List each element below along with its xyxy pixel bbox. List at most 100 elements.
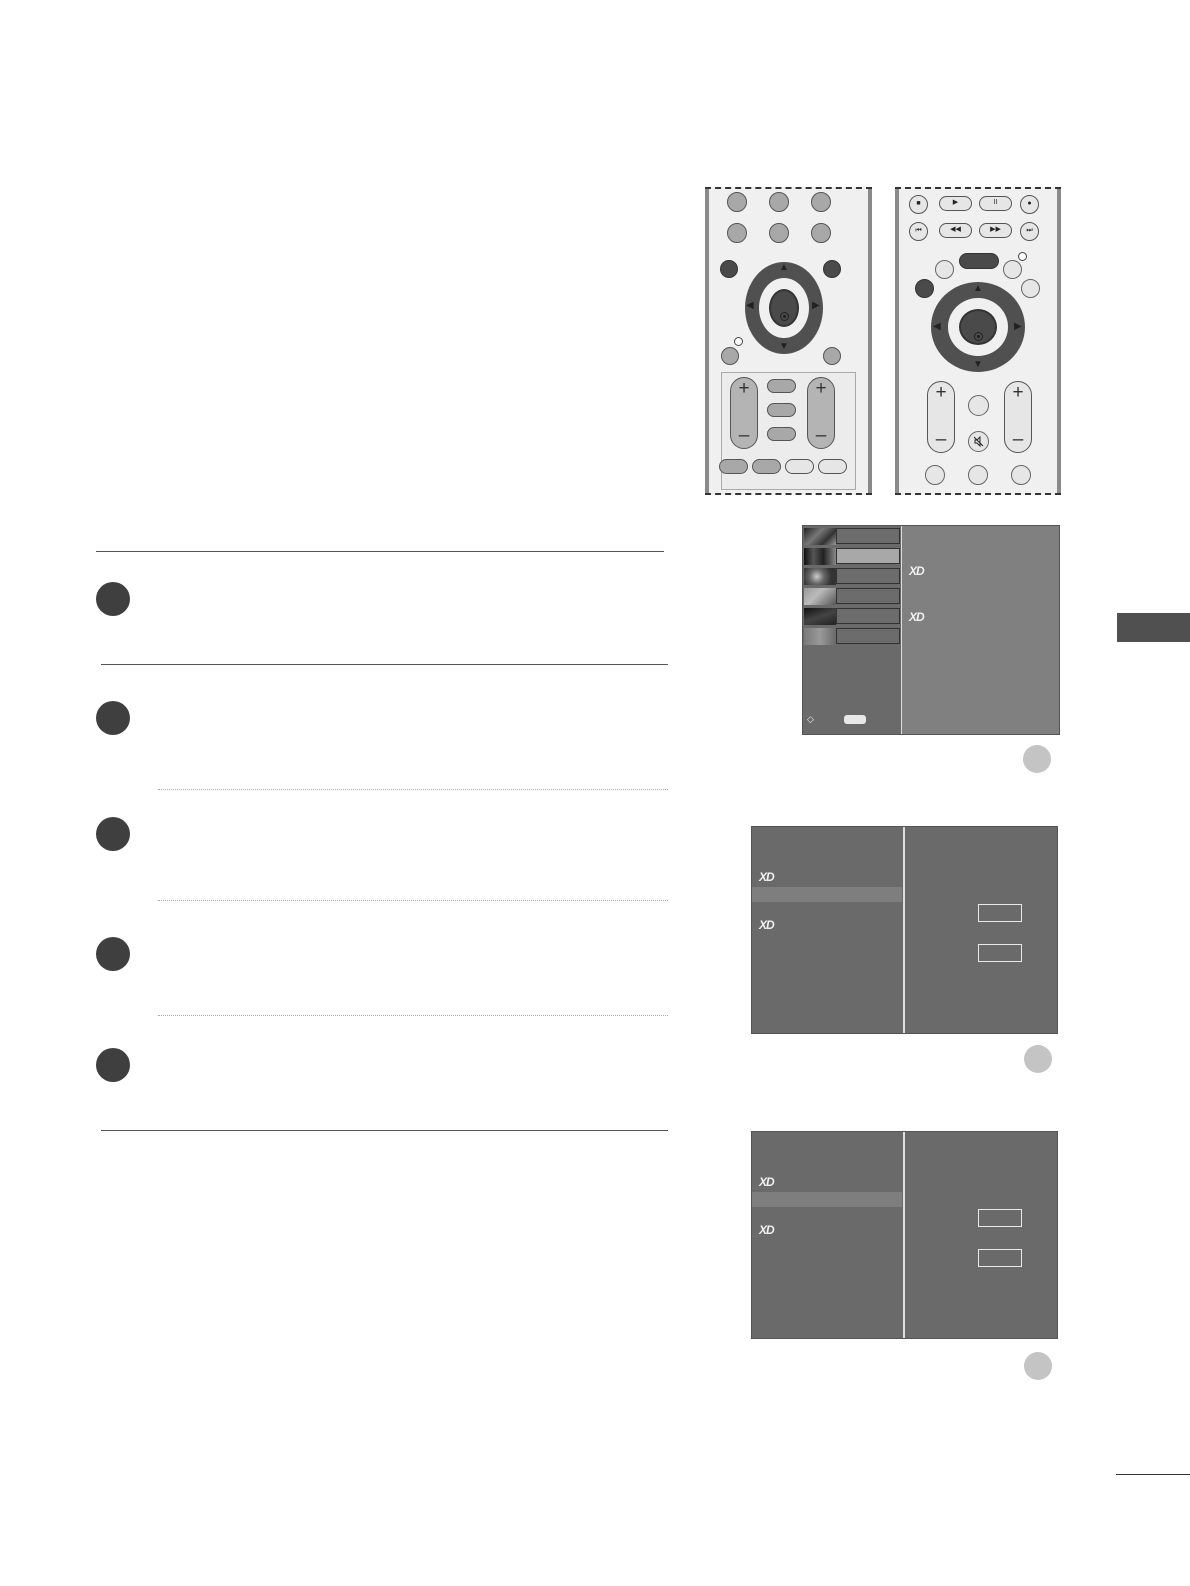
- osd-submenu-a: XD XD: [751, 826, 1058, 1034]
- remote-edge: [705, 189, 709, 493]
- step-marker-5: [96, 1048, 130, 1082]
- section-bottom-rule: [101, 1130, 668, 1131]
- arrow-right-icon[interactable]: ▶: [812, 300, 820, 311]
- arrow-up-icon[interactable]: ▲: [973, 283, 983, 294]
- remote-button[interactable]: [1003, 260, 1022, 279]
- remote-button[interactable]: [968, 395, 989, 416]
- remote-control-a: ▲ ▼ ◀ ▶ +– +–: [705, 187, 872, 495]
- indicator-icon: [734, 337, 743, 346]
- arrow-down-icon[interactable]: ▼: [779, 341, 789, 352]
- menu-item[interactable]: [836, 588, 900, 604]
- fast-forward-button[interactable]: ▶▶: [979, 223, 1012, 238]
- color-key-4[interactable]: [818, 459, 847, 474]
- arrow-left-icon[interactable]: ◀: [746, 300, 754, 311]
- top-key[interactable]: [959, 253, 999, 269]
- ok-button[interactable]: [769, 289, 799, 327]
- channel-rocker[interactable]: +–: [807, 377, 835, 449]
- remote-button[interactable]: [769, 223, 789, 243]
- lock-icon[interactable]: [804, 608, 836, 625]
- step-marker-1: [96, 582, 130, 616]
- option-icon[interactable]: [804, 588, 836, 605]
- remote-key[interactable]: [767, 403, 796, 417]
- play-button[interactable]: ▶: [939, 196, 972, 211]
- channel-rocker[interactable]: +–: [1004, 381, 1032, 453]
- remote-edge: [868, 189, 872, 493]
- step-divider: [158, 1015, 668, 1016]
- remote-button[interactable]: [727, 223, 747, 243]
- osd-highlight-row: [752, 887, 902, 902]
- menu-button[interactable]: [915, 279, 934, 298]
- ok-icon: [974, 332, 983, 341]
- section-tab: [1117, 613, 1190, 642]
- exit-button[interactable]: [823, 260, 841, 278]
- section-mid-rule: [101, 664, 668, 665]
- xd-logo: XD: [759, 1175, 775, 1189]
- xd-logo: XD: [759, 918, 775, 932]
- remote-edge: [1057, 189, 1061, 493]
- remote-key[interactable]: [767, 427, 796, 441]
- menu-item[interactable]: [836, 568, 900, 584]
- remote-button[interactable]: [769, 192, 789, 212]
- arrow-left-icon[interactable]: ◀: [933, 321, 941, 332]
- ok-icon: [780, 312, 789, 321]
- option-value-box[interactable]: [978, 904, 1022, 922]
- option-value-box[interactable]: [978, 1209, 1022, 1227]
- picture-icon[interactable]: [804, 528, 836, 545]
- page-number-rule: [1116, 1474, 1190, 1475]
- remote-button[interactable]: [1011, 465, 1031, 485]
- remote-control-b: ■ ▶ II ● ⏮ ◀◀ ▶▶ ⏭ ▲ ▼ ◀ ▶ +– +–: [895, 187, 1061, 495]
- step-divider: [158, 900, 668, 901]
- volume-rocker[interactable]: +–: [927, 381, 955, 453]
- volume-rocker[interactable]: +–: [730, 377, 758, 449]
- screen-callout-badge: [1023, 745, 1051, 773]
- step-marker-4: [96, 937, 130, 971]
- arrow-up-icon[interactable]: ▲: [779, 262, 789, 273]
- skip-forward-button[interactable]: ⏭: [1020, 222, 1039, 241]
- menu-item-selected[interactable]: [836, 548, 900, 564]
- remote-button[interactable]: [727, 192, 747, 212]
- mute-icon: [974, 436, 984, 447]
- remote-button[interactable]: [811, 223, 831, 243]
- color-key-2[interactable]: [752, 459, 781, 474]
- step-marker-2: [96, 701, 130, 735]
- skip-back-button[interactable]: ⏮: [909, 222, 928, 241]
- audio-icon[interactable]: [804, 548, 836, 565]
- stop-button[interactable]: ■: [909, 195, 928, 214]
- remote-button[interactable]: [1021, 279, 1040, 298]
- osd-submenu-b: XD XD: [751, 1131, 1058, 1339]
- xd-logo: XD: [759, 870, 775, 884]
- menu-item[interactable]: [836, 608, 900, 624]
- time-icon[interactable]: [804, 568, 836, 585]
- color-key-1[interactable]: [719, 459, 748, 474]
- osd-right-pane: [901, 526, 1059, 734]
- remote-button[interactable]: [721, 347, 739, 365]
- option-value-box[interactable]: [978, 944, 1022, 962]
- navigation-ring[interactable]: ▲ ▼ ◀ ▶: [745, 262, 823, 354]
- step-marker-3: [96, 817, 130, 851]
- navigation-ring[interactable]: ▲ ▼ ◀ ▶: [931, 282, 1025, 372]
- rewind-button[interactable]: ◀◀: [939, 223, 972, 238]
- menu-item[interactable]: [836, 628, 900, 644]
- pause-button[interactable]: II: [979, 196, 1012, 211]
- menu-item[interactable]: [836, 528, 900, 544]
- record-button[interactable]: ●: [1020, 195, 1039, 214]
- remote-button[interactable]: [968, 465, 988, 485]
- option-value-box[interactable]: [978, 1249, 1022, 1267]
- screen-callout-badge: [1024, 1352, 1052, 1380]
- arrow-down-icon[interactable]: ▼: [973, 359, 983, 370]
- color-key-3[interactable]: [785, 459, 814, 474]
- remote-button[interactable]: [811, 192, 831, 212]
- osd-main-menu: ◇ XD XD: [802, 525, 1060, 735]
- step-divider: [158, 789, 668, 790]
- remote-key[interactable]: [767, 379, 796, 393]
- menu-key-hint: [844, 715, 866, 724]
- menu-button[interactable]: [720, 260, 738, 278]
- arrow-right-icon[interactable]: ▶: [1014, 321, 1022, 332]
- osd-divider: [903, 827, 905, 1033]
- xd-logo: XD: [909, 610, 925, 624]
- remote-button[interactable]: [935, 260, 954, 279]
- remote-button[interactable]: [823, 347, 841, 365]
- move-hint-icon: ◇: [807, 714, 814, 724]
- input-icon[interactable]: [804, 628, 836, 645]
- remote-button[interactable]: [925, 465, 945, 485]
